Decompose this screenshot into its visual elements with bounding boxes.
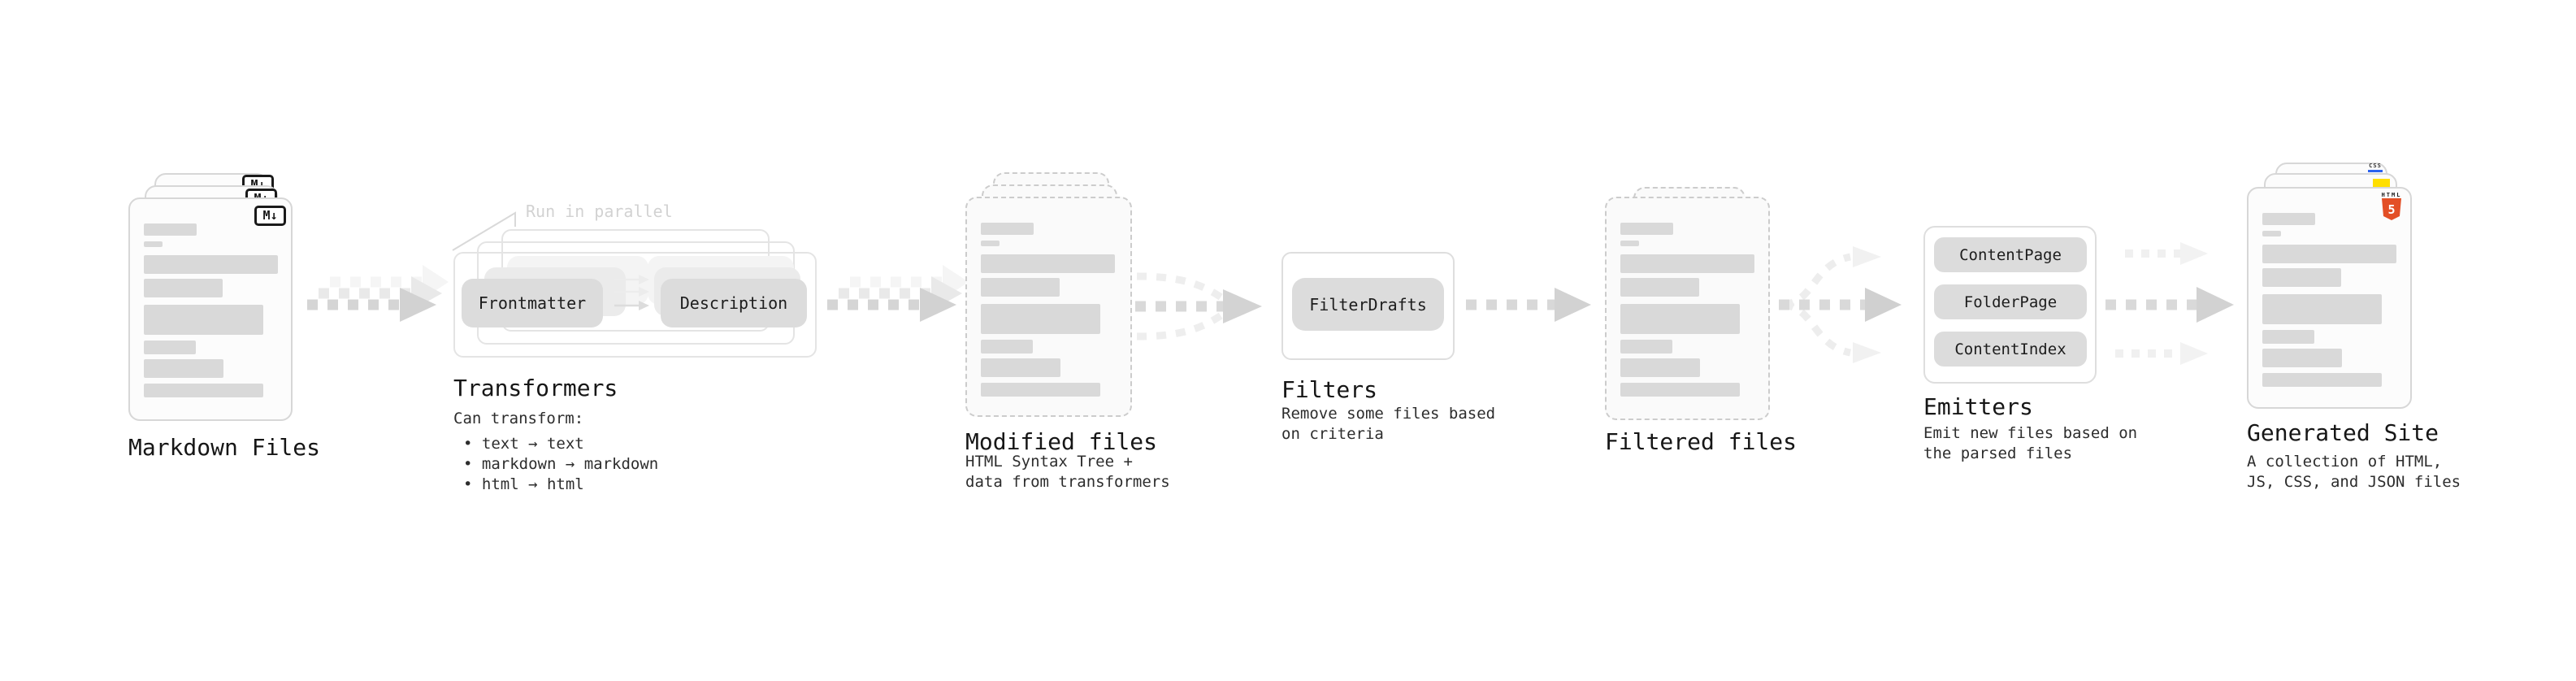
skeleton-bar bbox=[2262, 268, 2341, 287]
css-badge-bar bbox=[2368, 170, 2383, 172]
emitters-description: Emit new files based on the parsed files bbox=[1923, 424, 2138, 462]
skeleton-bar bbox=[144, 305, 263, 335]
skeleton-bar bbox=[144, 359, 223, 378]
bullet-item: • markdown → markdown bbox=[463, 455, 659, 473]
stage-title-transformers: Transformers bbox=[453, 375, 618, 401]
diverge-arrow-icon bbox=[1779, 246, 1902, 363]
transformer-pill-description: Description bbox=[661, 279, 807, 327]
stage-title-emitters: Emitters bbox=[1923, 393, 2033, 420]
skeleton-bar bbox=[2262, 373, 2382, 387]
skeleton-bar bbox=[2262, 349, 2342, 367]
bullet-item: • html → html bbox=[463, 475, 584, 493]
svg-text:5: 5 bbox=[2387, 202, 2395, 217]
skeleton-bar bbox=[144, 279, 223, 297]
skeleton-bar bbox=[981, 340, 1033, 354]
skeleton-bar bbox=[144, 255, 278, 274]
flow-arrow-icon bbox=[827, 265, 969, 322]
skeleton-bar bbox=[981, 241, 1000, 246]
filters-description: Remove some files based on criteria bbox=[1281, 405, 1496, 443]
html5-shield-icon: 5 bbox=[2382, 198, 2401, 220]
run-in-parallel-note: Run in parallel bbox=[526, 202, 673, 221]
parallel-arrows-icon bbox=[614, 275, 649, 310]
transformer-box-front bbox=[453, 252, 817, 358]
stage-title-filters: Filters bbox=[1281, 376, 1378, 403]
skeleton-bar bbox=[1620, 358, 1700, 377]
stage-title-modified-files: Modified files bbox=[965, 428, 1158, 455]
file-card-front bbox=[2247, 187, 2412, 409]
file-card-front bbox=[128, 197, 293, 421]
stage-title-generated-site: Generated Site bbox=[2247, 419, 2439, 446]
skeleton-bar bbox=[1620, 223, 1673, 235]
transformer-pill-frontmatter: Frontmatter bbox=[462, 279, 603, 327]
flow-arrow-icon bbox=[307, 265, 449, 322]
generated-description: A collection of HTML, JS, CSS, and JSON … bbox=[2247, 453, 2461, 491]
skeleton-bar bbox=[981, 358, 1060, 377]
emitter-pill-contentindex: ContentIndex bbox=[1934, 332, 2087, 367]
html5-badge-label: HTML bbox=[2381, 192, 2402, 198]
skeleton-bar bbox=[144, 384, 263, 397]
converge-arrow-icon bbox=[1135, 272, 1262, 340]
css-badge-label: CSS bbox=[2369, 163, 2382, 169]
transformers-description: Can transform: bbox=[453, 410, 584, 427]
skeleton-bar bbox=[2262, 294, 2382, 324]
file-content-placeholder bbox=[981, 223, 1115, 397]
file-card-front bbox=[965, 197, 1132, 417]
skeleton-bar bbox=[1620, 340, 1672, 354]
file-content-placeholder bbox=[2262, 213, 2396, 387]
skeleton-bar bbox=[1620, 383, 1740, 397]
triple-arrow-icon bbox=[2105, 242, 2234, 365]
emitter-pill-folderpage: FolderPage bbox=[1934, 284, 2087, 319]
html5-icon: HTML 5 bbox=[2381, 192, 2402, 224]
skeleton-bar bbox=[981, 383, 1100, 397]
skeleton-bar bbox=[144, 223, 197, 236]
bullet-item: • text → text bbox=[463, 435, 584, 453]
note-connector-line bbox=[452, 211, 516, 251]
emitter-pill-contentpage: ContentPage bbox=[1934, 237, 2087, 272]
skeleton-bar bbox=[1620, 241, 1639, 246]
stage-title-filtered-files: Filtered files bbox=[1605, 428, 1798, 455]
skeleton-bar bbox=[1620, 254, 1754, 273]
file-content-placeholder bbox=[144, 223, 278, 397]
skeleton-bar bbox=[144, 340, 196, 354]
filter-pill-filterdrafts: FilterDrafts bbox=[1292, 278, 1444, 331]
skeleton-bar bbox=[981, 278, 1060, 297]
skeleton-bar bbox=[2262, 330, 2314, 344]
modified-description: HTML Syntax Tree + data from transformer… bbox=[965, 453, 1170, 491]
skeleton-bar bbox=[144, 241, 163, 247]
markdown-icon: M↓ bbox=[254, 206, 286, 226]
skeleton-bar bbox=[981, 254, 1115, 273]
file-content-placeholder bbox=[1620, 223, 1754, 397]
skeleton-bar bbox=[2262, 245, 2396, 263]
flow-arrow-icon bbox=[1466, 288, 1591, 322]
transformers-bullet-list: • text → text • markdown → markdown • ht… bbox=[463, 434, 658, 495]
css-icon: CSS bbox=[2367, 163, 2383, 172]
skeleton-bar bbox=[981, 304, 1100, 334]
file-card-front bbox=[1605, 197, 1770, 420]
skeleton-bar bbox=[2262, 213, 2315, 225]
skeleton-bar bbox=[1620, 304, 1740, 334]
stage-title-markdown-files: Markdown Files bbox=[128, 434, 321, 461]
skeleton-bar bbox=[1620, 278, 1699, 297]
skeleton-bar bbox=[2262, 231, 2281, 236]
skeleton-bar bbox=[981, 223, 1034, 235]
